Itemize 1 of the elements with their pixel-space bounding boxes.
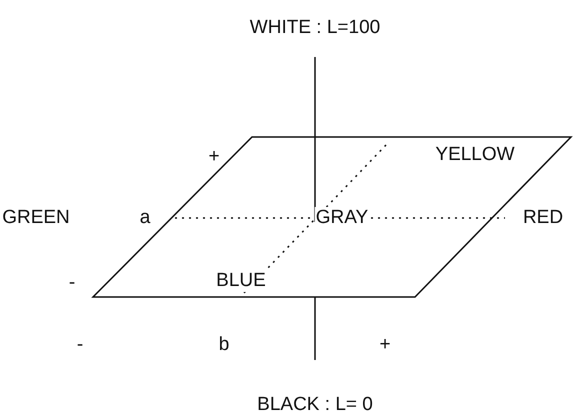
axis-label: BLUE — [215, 270, 267, 292]
